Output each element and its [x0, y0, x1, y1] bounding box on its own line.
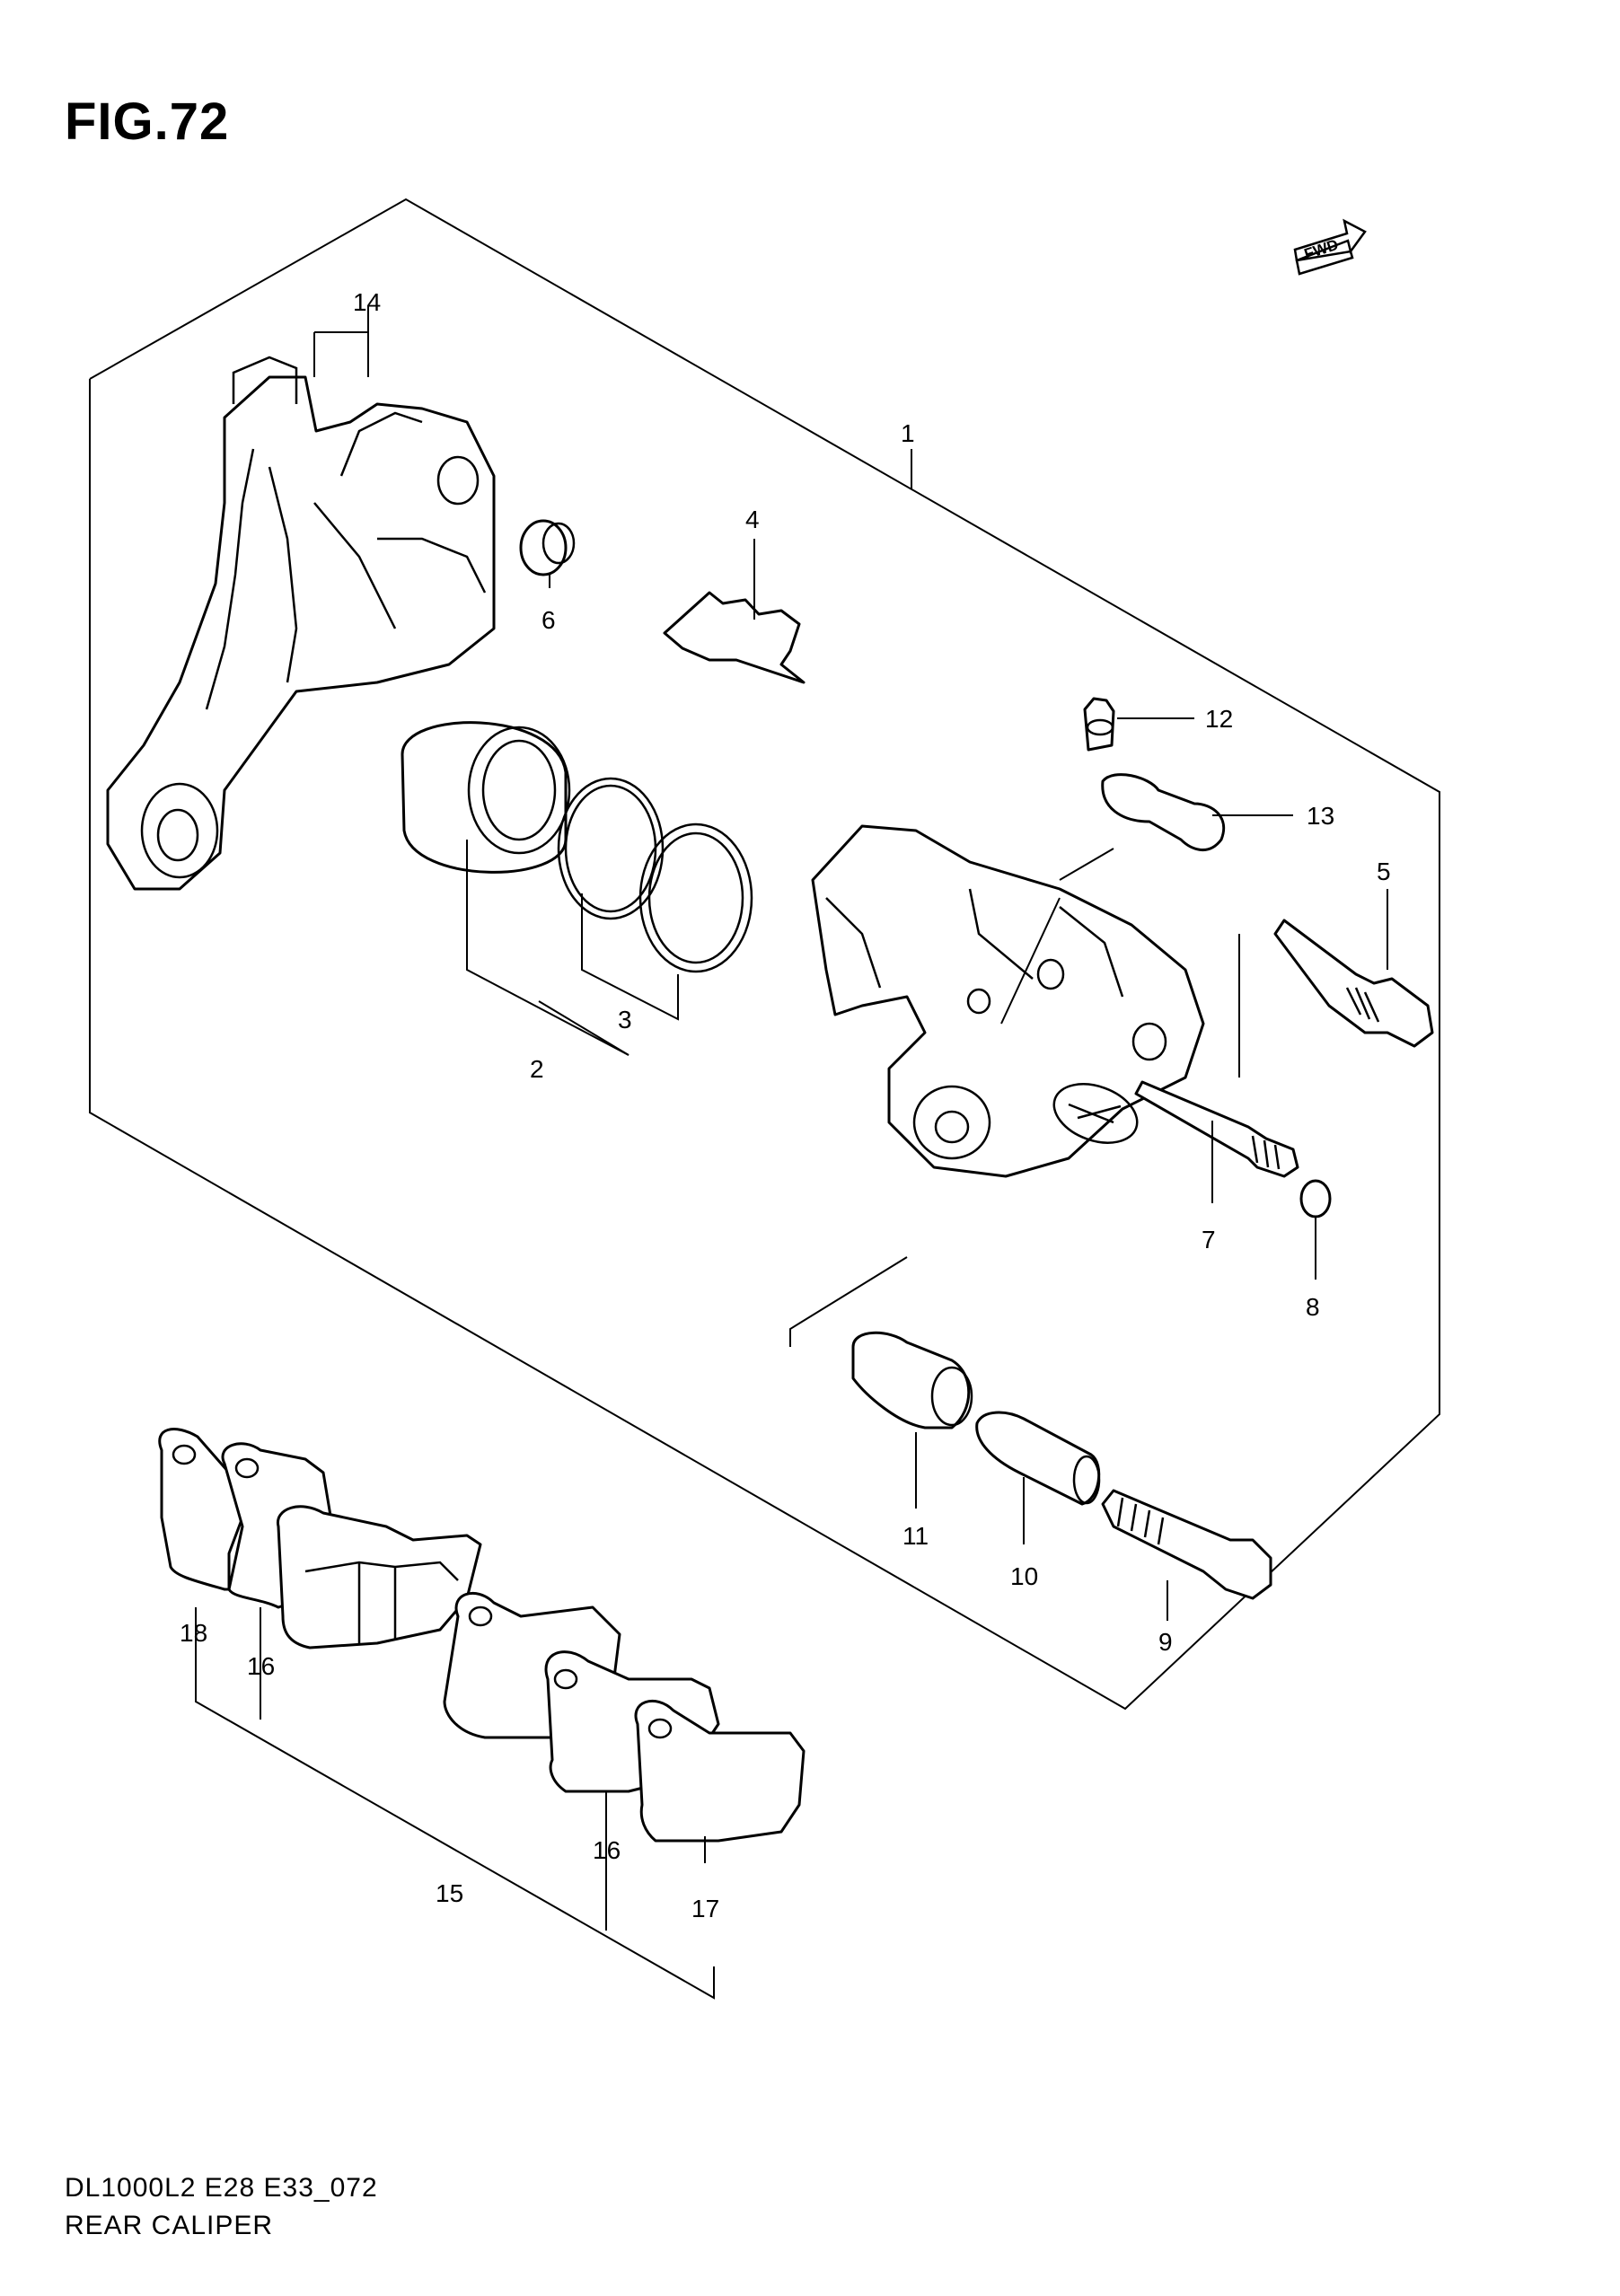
callout-11: 11 — [902, 1522, 929, 1550]
sleeve-boot — [851, 1331, 973, 1430]
callout-17: 17 — [691, 1895, 719, 1922]
callout-10: 10 — [1010, 1562, 1038, 1590]
callout-16-upper: 16 — [247, 1652, 275, 1680]
callout-8: 8 — [1306, 1293, 1320, 1321]
fwd-label: FWD — [1302, 236, 1341, 263]
diagram-name: REAR CALIPER — [65, 2211, 274, 2240]
caliper-body — [811, 824, 1205, 1178]
caliper-bracket — [106, 356, 496, 891]
sleeve — [975, 1411, 1101, 1506]
callout-18: 18 — [180, 1619, 207, 1647]
callout-14: 14 — [353, 288, 381, 316]
caliper-bolt — [1134, 1080, 1299, 1178]
callout-15: 15 — [436, 1879, 463, 1907]
callout-3: 3 — [618, 1006, 632, 1034]
pad-spring — [663, 591, 806, 684]
bleeder-valve — [1083, 697, 1115, 752]
callout-16-lower: 16 — [593, 1836, 621, 1864]
figure-title: FIG.72 — [65, 92, 230, 151]
callout-1: 1 — [901, 419, 915, 447]
callout-7: 7 — [1202, 1226, 1216, 1254]
bleeder-cap — [1101, 773, 1226, 851]
callout-13: 13 — [1307, 802, 1334, 830]
brake-pad-set-front — [158, 1428, 482, 1649]
callout-5: 5 — [1377, 858, 1391, 885]
callout-4: 4 — [745, 506, 760, 533]
pad-pin — [1273, 919, 1434, 1048]
leader-lines — [195, 305, 1388, 2000]
callout-9: 9 — [1158, 1628, 1173, 1656]
callout-12: 12 — [1205, 705, 1233, 733]
fwd-arrow-icon: FWD — [1293, 218, 1367, 276]
assembly-outline — [89, 198, 1440, 1711]
callout-6: 6 — [541, 606, 556, 634]
mounting-bolt — [1101, 1489, 1272, 1600]
callout-2: 2 — [530, 1055, 544, 1083]
bolt-nut — [1299, 1179, 1332, 1218]
boot — [519, 519, 576, 576]
piston-seals — [557, 777, 753, 973]
brake-pad-set-rear — [443, 1591, 806, 1843]
piston — [401, 721, 571, 874]
diagram-code: DL1000L2 E28 E33_072 — [65, 2173, 378, 2203]
